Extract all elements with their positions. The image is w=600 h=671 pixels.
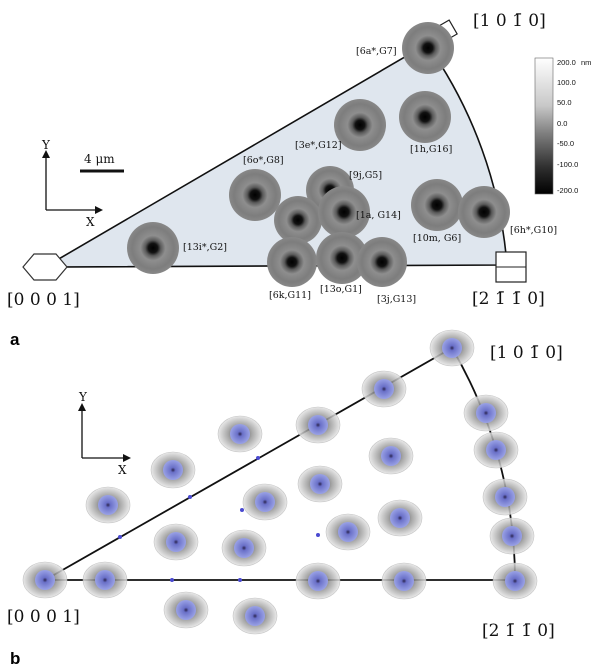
direction-label-2-1-10: [2 1̄ 1̄ 0] bbox=[482, 621, 555, 641]
axis-label-y: Y bbox=[41, 138, 51, 152]
indent-grain-6a bbox=[402, 22, 454, 74]
pole-spot bbox=[82, 561, 128, 599]
panel-a: [6a*,G7] [3e*,G12] [1h,G16] [6o*,G8] [9j… bbox=[7, 11, 591, 349]
pole-spot bbox=[22, 561, 68, 599]
scale-bar-label: 4 μm bbox=[84, 152, 115, 166]
colorbar-tick: -100.0 bbox=[557, 160, 578, 169]
colorbar-unit: nm bbox=[581, 58, 591, 67]
direction-label-10-10: [1 0 1̄ 0] bbox=[490, 343, 563, 363]
axes-indicator-b: Y X bbox=[78, 390, 131, 477]
grain-label: [3j,G13] bbox=[377, 294, 416, 305]
indent-grain-13i bbox=[127, 222, 179, 274]
pole-spot bbox=[377, 499, 423, 537]
colorbar-tick: 200.0 bbox=[557, 58, 576, 67]
pole-spot bbox=[217, 415, 263, 453]
panel-b: Y X [0 0 0 1] [1 0 1̄ 0] [2 1̄ 1̄ 0] b bbox=[7, 329, 563, 668]
pole-spot bbox=[381, 562, 427, 600]
panel-letter-b: b bbox=[10, 649, 20, 668]
grain-label: [6a*,G7] bbox=[356, 46, 397, 57]
direction-label-0001: [0 0 0 1] bbox=[7, 290, 80, 310]
colorbar-tick: 100.0 bbox=[557, 78, 576, 87]
indent-grain-3j bbox=[357, 237, 407, 287]
pole-spot bbox=[242, 483, 288, 521]
indent-grain-6o bbox=[229, 169, 281, 221]
colorbar-tick: 0.0 bbox=[557, 119, 567, 128]
pole-spot bbox=[325, 513, 371, 551]
indent-grain-1a bbox=[318, 186, 370, 238]
grain-label: [6h*,G10] bbox=[510, 225, 557, 236]
pole-spot bbox=[85, 486, 131, 524]
edge-dots bbox=[118, 456, 320, 582]
axis-label-x: X bbox=[118, 463, 127, 477]
grain-label: [13o,G1] bbox=[320, 284, 362, 295]
pole-spot bbox=[361, 370, 407, 408]
indent-grain-10m bbox=[411, 179, 463, 231]
pole-spot bbox=[368, 437, 414, 475]
grain-label: [1h,G16] bbox=[410, 144, 452, 155]
colorbar-tick: -200.0 bbox=[557, 186, 578, 195]
indent-grain-13o bbox=[316, 232, 368, 284]
axis-label-x: X bbox=[86, 215, 95, 229]
panel-letter-a: a bbox=[10, 330, 20, 349]
pole-spot bbox=[295, 406, 341, 444]
indent-grain-3e bbox=[334, 99, 386, 151]
pole-spot bbox=[163, 591, 209, 629]
axes-indicator-a: Y X bbox=[41, 138, 103, 229]
pole-spot bbox=[232, 597, 278, 635]
grain-label: [6k,G11] bbox=[269, 290, 311, 301]
pole-spot bbox=[295, 562, 341, 600]
pole-spot bbox=[153, 523, 199, 561]
pole-spot bbox=[482, 478, 528, 516]
grain-label: [9j,G5] bbox=[349, 170, 382, 181]
pole-spot bbox=[489, 517, 535, 555]
pole-spot bbox=[150, 451, 196, 489]
indent-grain-6k bbox=[267, 237, 317, 287]
colorbar-tick: 50.0 bbox=[557, 98, 572, 107]
grain-label: [6o*,G8] bbox=[243, 155, 284, 166]
hexagon-marker bbox=[22, 253, 68, 281]
pole-spot bbox=[297, 465, 343, 503]
pole-spot bbox=[463, 394, 509, 432]
colorbar-tick: -50.0 bbox=[557, 139, 574, 148]
grain-label: [3e*,G12] bbox=[295, 140, 342, 151]
grain-label: [10m, G6] bbox=[413, 233, 461, 244]
axis-label-y: Y bbox=[78, 390, 88, 404]
pole-spot bbox=[429, 329, 475, 367]
direction-label-2-1-10: [2 1̄ 1̄ 0] bbox=[472, 289, 545, 309]
pole-spots bbox=[22, 329, 538, 635]
indent-grain-unlabeled bbox=[274, 196, 322, 244]
direction-label-0001: [0 0 0 1] bbox=[7, 607, 80, 627]
colorbar: 200.0 nm 100.0 50.0 0.0 -50.0 -100.0 -20… bbox=[534, 57, 591, 195]
panel-b-sector bbox=[41, 346, 516, 581]
pole-spot bbox=[492, 562, 538, 600]
indent-grain-6h bbox=[458, 186, 510, 238]
pole-spot bbox=[221, 529, 267, 567]
grain-label: [1a, G14] bbox=[356, 210, 401, 221]
scale-bar: 4 μm bbox=[80, 152, 124, 173]
indent-grain-1h bbox=[399, 91, 451, 143]
grain-label: [13i*,G2] bbox=[183, 242, 227, 253]
direction-label-10-10: [1 0 1̄ 0] bbox=[473, 11, 546, 31]
pole-spot bbox=[473, 431, 519, 469]
